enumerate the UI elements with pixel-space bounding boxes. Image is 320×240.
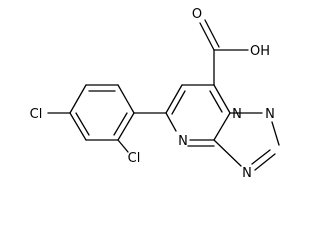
triazole-ring (213, 112, 280, 171)
pyrimidine-ring (165, 84, 231, 147)
carbonyl-bond (204, 19, 220, 48)
carbonyl-bond (199, 22, 215, 51)
bond (117, 112, 135, 141)
bond (271, 121, 280, 146)
triazole-nitrogen-label: N (232, 107, 242, 122)
pyrimidine-nitrogen-label: N (178, 134, 188, 149)
dichlorophenyl-ring (69, 84, 135, 141)
double-bond-inner (251, 149, 271, 165)
oxygen-label: O (192, 7, 202, 22)
hydroxyl-label: OH (250, 44, 270, 59)
double-bond-inner (171, 90, 186, 115)
bond-to-chlorine-ortho (117, 139, 129, 153)
carboxylic-acid-group (199, 19, 249, 86)
bond (69, 112, 87, 141)
bond (213, 84, 231, 114)
double-bond-inner (75, 112, 90, 136)
double-bond-inner (209, 90, 223, 113)
bond (69, 84, 87, 114)
triazole-nitrogen-label: N (242, 166, 252, 181)
bond (213, 112, 231, 141)
bond (117, 84, 135, 114)
triazole-nitrogen-label: N (265, 107, 275, 122)
chlorine-label: Cl (30, 107, 43, 122)
chlorine-label: Cl (128, 151, 141, 166)
molecule-structure: O OH N N N N Cl Cl (30, 7, 280, 181)
bond (165, 84, 183, 114)
bond (254, 153, 276, 171)
bond (165, 112, 177, 132)
bond (213, 139, 242, 167)
double-bond-inner (113, 112, 128, 136)
